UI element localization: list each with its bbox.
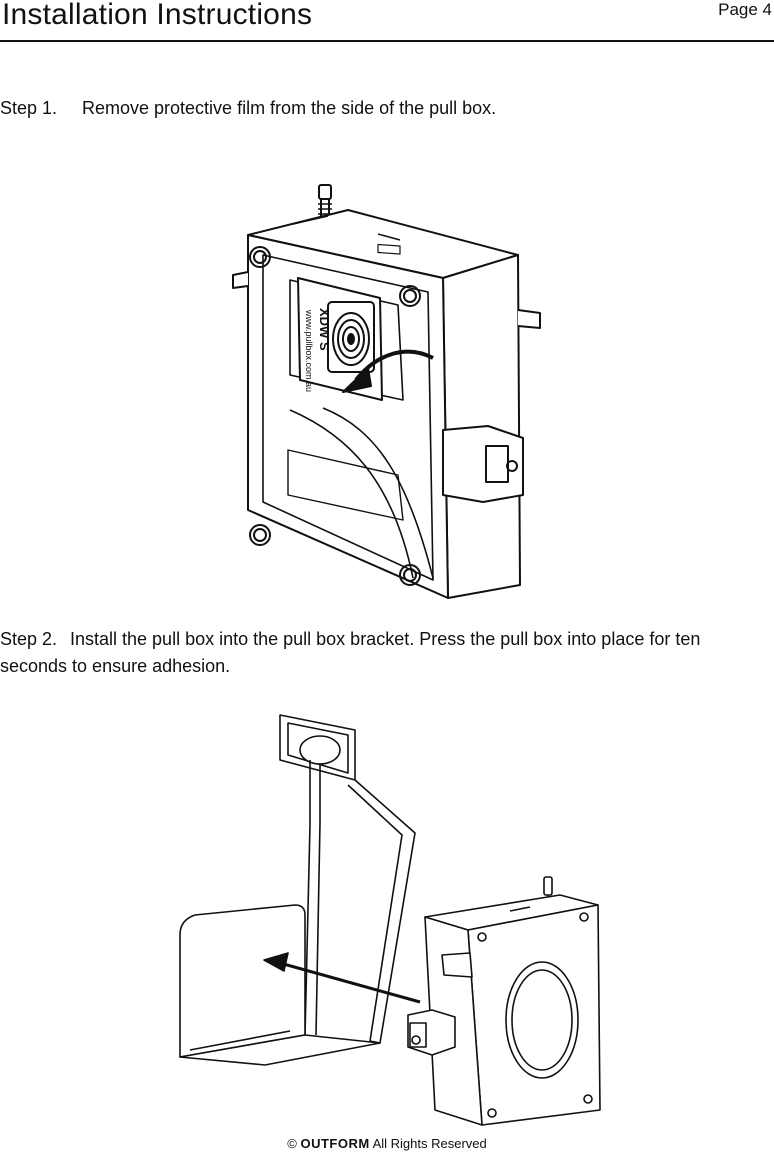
insert-arrow-icon (279, 961, 421, 1004)
step-text: Install the pull box into the pull box b… (0, 629, 701, 676)
label-mark: XDW S (317, 308, 332, 351)
rights-text: All Rights Reserved (372, 1136, 487, 1151)
pull-box-bracket-illustration (179, 714, 601, 1126)
pull-box-illustration (407, 876, 601, 1126)
copyright-symbol: © (287, 1136, 297, 1151)
page-number: Page 4 (718, 0, 772, 19)
step-number: Step 2. (0, 629, 58, 649)
step-1: Step 1. Remove protective film from the s… (0, 95, 496, 122)
step-2: Step 2.Install the pull box into the pul… (0, 626, 770, 680)
step-text: Remove protective film from the side of … (82, 98, 497, 118)
step-number: Step 1. (0, 98, 58, 118)
bracket-illustration (179, 714, 416, 1066)
page-header: Installation Instructions Page 4 (0, 0, 774, 42)
footer: © OUTFORM All Rights Reserved (0, 1136, 774, 1151)
sounder-icon (327, 301, 375, 373)
pull-box-film-illustration: www.pullbox.com.au XDW S (232, 184, 541, 599)
page-title: Installation Instructions (2, 0, 313, 31)
label-url: www.pullbox.com.au (304, 309, 314, 392)
brand-logo: OUTFORM (300, 1136, 370, 1151)
